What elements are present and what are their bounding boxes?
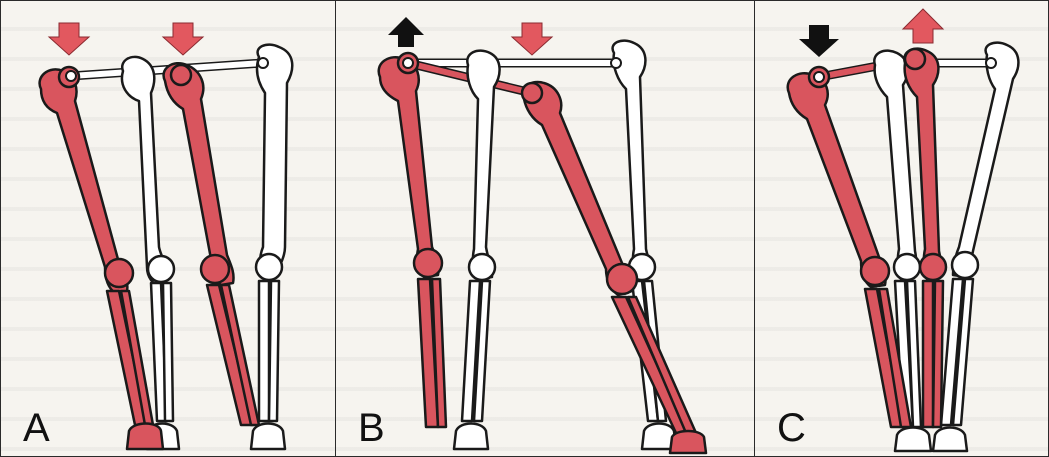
arrow-down-icon [49, 23, 89, 55]
moving-limb-b1 [379, 53, 446, 427]
panel-b: B [336, 1, 755, 456]
panel-label-a: A [23, 408, 50, 448]
moving-limb-b2 [522, 82, 706, 453]
moving-limb-a2 [164, 63, 259, 425]
panel-a-illustration [1, 1, 335, 456]
arrow-up-icon [388, 17, 424, 47]
panel-c-illustration [755, 1, 1048, 456]
panel-c: C [755, 1, 1048, 456]
static-limb-c2 [933, 43, 1018, 451]
static-limb-b1 [454, 51, 500, 449]
arrow-down-icon [163, 23, 203, 55]
panel-label-c: C [777, 408, 806, 448]
arrow-down-icon [799, 25, 839, 57]
static-limb-a2 [251, 45, 292, 449]
panel-a: A [1, 1, 336, 456]
arrow-up-icon [903, 9, 943, 43]
arrow-down-icon [512, 23, 552, 55]
panel-label-b: B [358, 408, 385, 448]
panel-b-illustration [336, 1, 754, 456]
